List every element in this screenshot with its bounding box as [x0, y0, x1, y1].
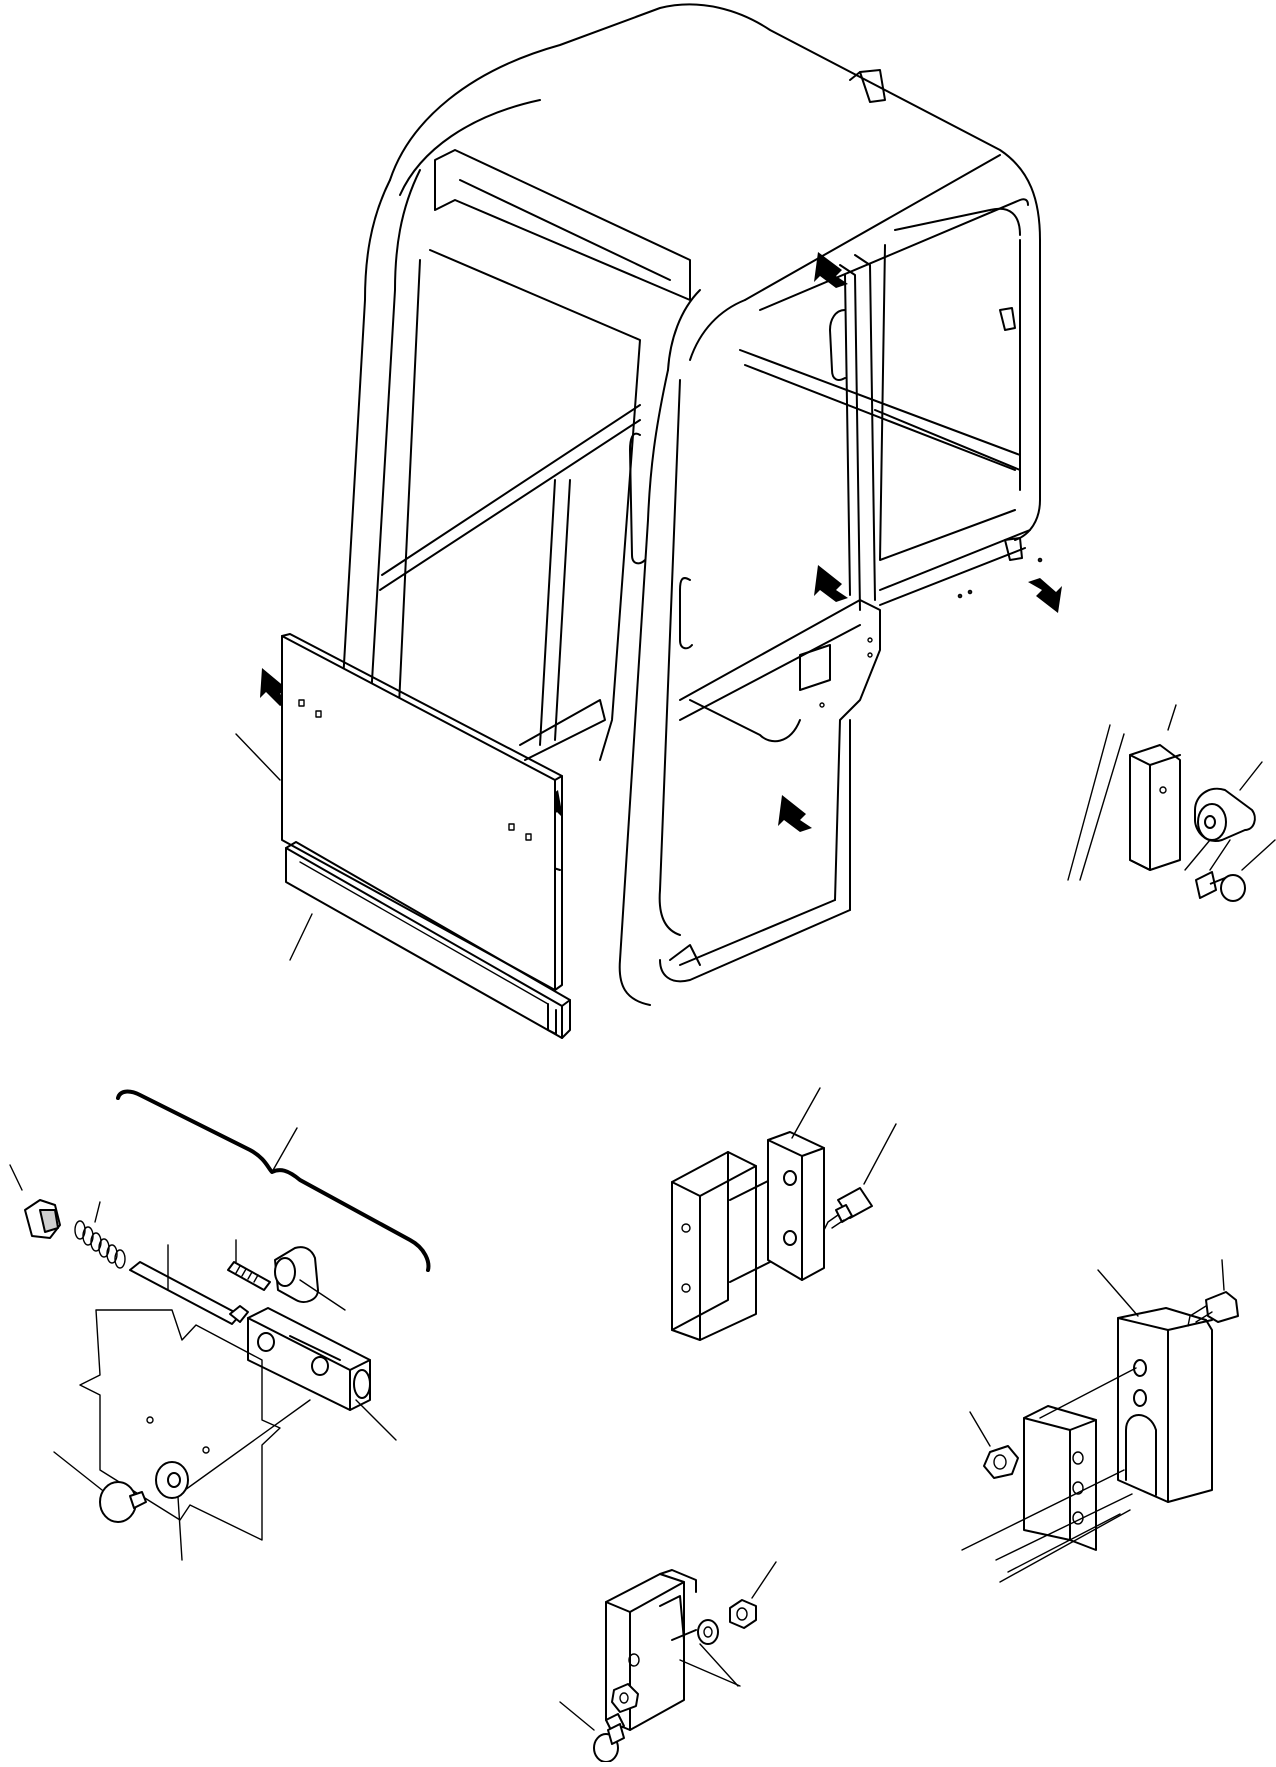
side-window-panel-icon: [235, 633, 563, 991]
striker-bracket-icon: [961, 1259, 1239, 1583]
window-channel-rail-icon: [285, 841, 571, 1039]
latch-plate-icon: [671, 1087, 897, 1341]
door-catch-assembly-icon: [9, 1089, 431, 1561]
door-stop-clip-icon: [1067, 704, 1276, 902]
door-bumper-bracket-icon: [559, 1561, 777, 1763]
